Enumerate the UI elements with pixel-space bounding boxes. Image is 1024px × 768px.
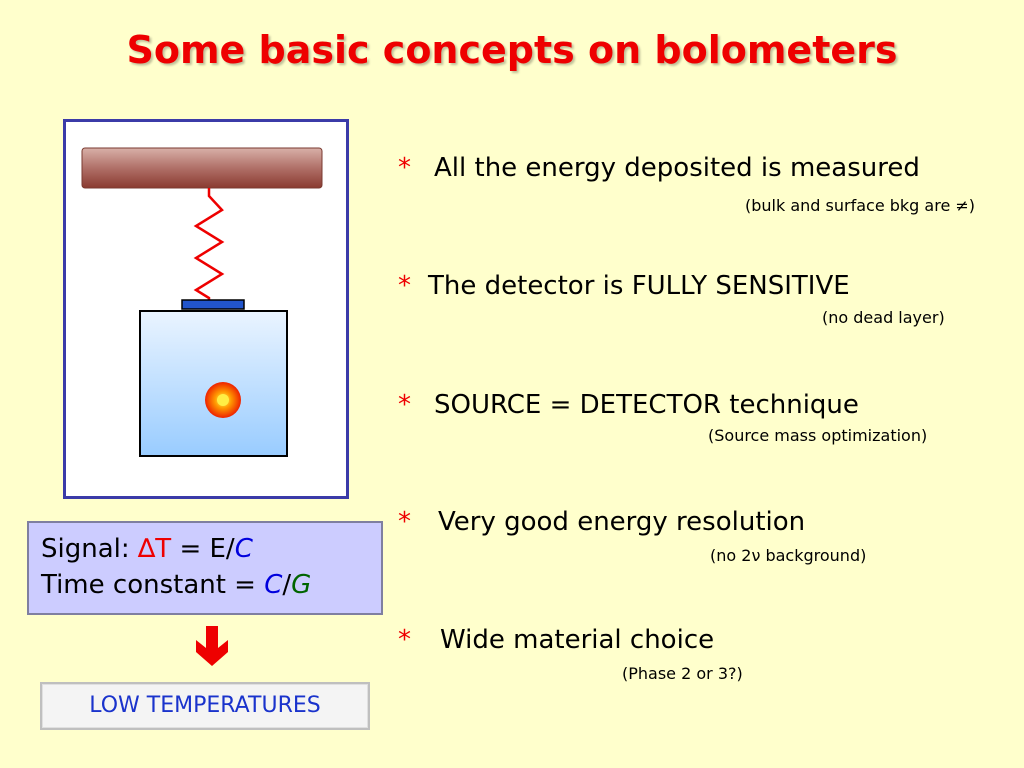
- bolometer-diagram: [63, 119, 349, 499]
- bullet-text: Wide material choice: [440, 625, 715, 655]
- thermometer-sensor: [181, 299, 245, 310]
- bullet-text: Very good energy resolution: [438, 507, 806, 537]
- signal-line: Signal: ∆T = E/C: [41, 531, 381, 567]
- thermal-link-spring: [193, 188, 225, 300]
- signal-C: C: [234, 534, 253, 564]
- star-icon: *: [398, 507, 411, 537]
- time-constant-C: C: [264, 570, 283, 600]
- bullet-text: The detector is FULLY SENSITIVE: [428, 271, 850, 301]
- heat-sink-bar: [81, 147, 323, 189]
- time-constant-line: Time constant = C/G: [41, 567, 381, 603]
- down-arrow-icon: [196, 626, 228, 666]
- bullet-note: (Phase 2 or 3?): [622, 664, 743, 683]
- page-title: Some basic concepts on bolometers: [126, 28, 898, 72]
- signal-equals-E: = E/: [171, 534, 235, 564]
- bullet-note: (Source mass optimization): [708, 426, 928, 445]
- signal-label: Signal:: [41, 534, 138, 564]
- signal-T: T: [155, 534, 172, 564]
- delta-symbol: ∆: [137, 534, 156, 564]
- bullet-note: (no dead layer): [822, 308, 945, 327]
- absorber-crystal: [139, 310, 288, 457]
- bullet-note: (no 2ν background): [710, 546, 867, 565]
- bullet-text: SOURCE = DETECTOR technique: [434, 390, 859, 420]
- bullet-text: All the energy deposited is measured: [434, 153, 920, 183]
- star-icon: *: [398, 153, 411, 183]
- bullet-note: (bulk and surface bkg are ≠): [745, 196, 976, 215]
- star-icon: *: [398, 271, 411, 301]
- time-constant-label: Time constant =: [41, 570, 265, 600]
- energy-deposit-icon: [205, 382, 241, 418]
- time-constant-slash: /: [282, 570, 292, 600]
- bolometer-diagram-svg: [81, 147, 323, 457]
- low-temperatures-label: LOW TEMPERATURES: [40, 682, 370, 730]
- signal-formula-box: Signal: ∆T = E/C Time constant = C/G: [27, 521, 383, 615]
- time-constant-G: G: [291, 570, 312, 600]
- star-icon: *: [398, 625, 411, 655]
- star-icon: *: [398, 390, 411, 420]
